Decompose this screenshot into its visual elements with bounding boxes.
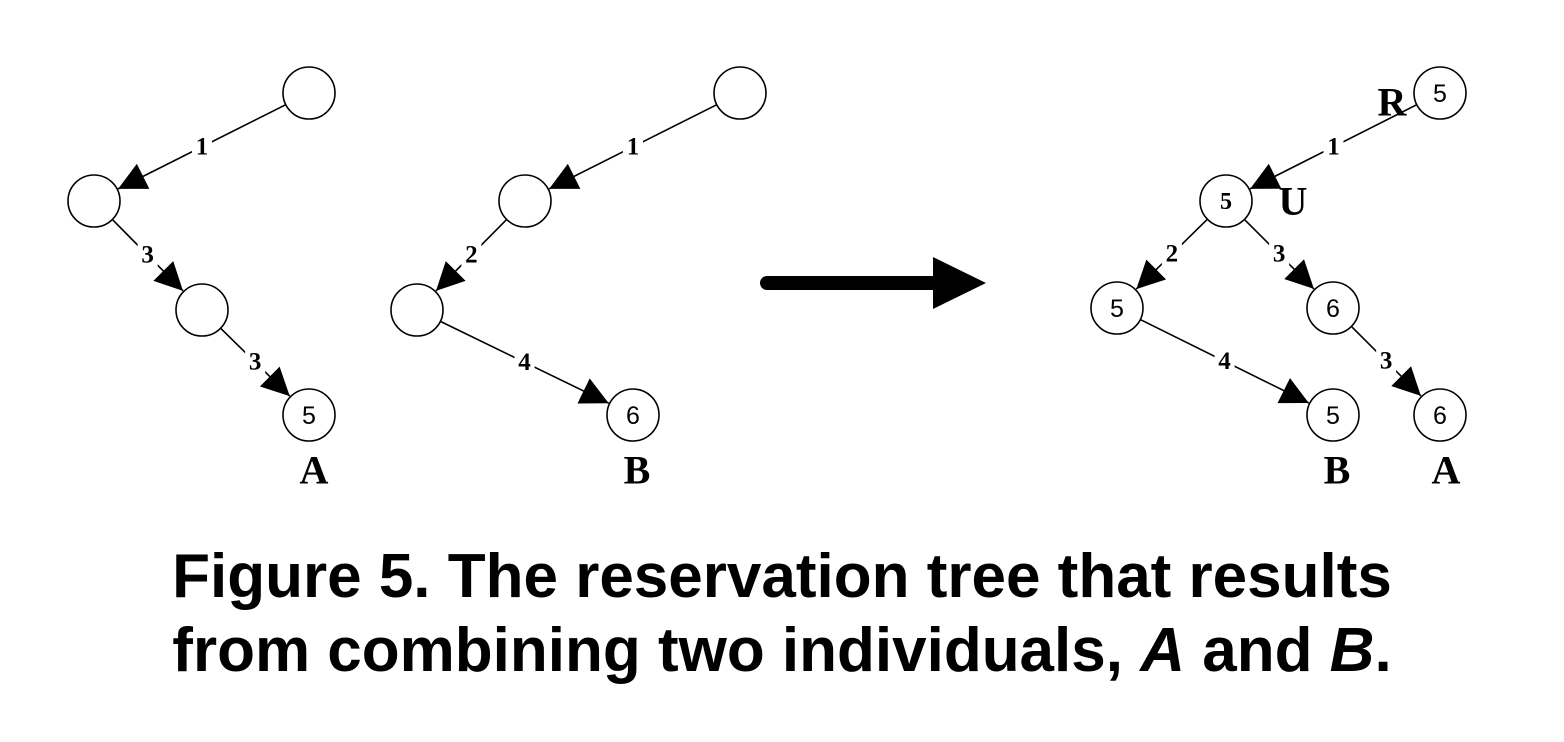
node-value-label: 6 xyxy=(626,402,640,430)
tags-layer: A B R U B A xyxy=(300,80,1461,493)
node-value-label: 5 xyxy=(1220,189,1232,215)
node-circle xyxy=(67,174,121,228)
edge-label-background xyxy=(622,133,643,160)
node-circle xyxy=(1413,66,1467,120)
edge-label-background xyxy=(1161,241,1182,268)
edge-label-background xyxy=(1269,241,1290,268)
node-value-label: 5 xyxy=(302,402,316,430)
edge-label-background xyxy=(461,242,482,269)
edge-weight-label: 4 xyxy=(1218,348,1231,375)
edge-weight-label: 4 xyxy=(518,349,531,376)
caption-line-2: from combining two individuals, A and B. xyxy=(0,614,1564,688)
node-tag-tag-r: R xyxy=(1378,80,1408,125)
tree-node-a-n2 xyxy=(175,283,229,337)
caption-line-1: Figure 5. The reservation tree that resu… xyxy=(172,542,1392,611)
tree-node-b-n2 xyxy=(390,283,444,337)
reservation-tree-diagram: 1 3 3 1 2 4 1 2 3 4 3 5 6 5 5 5 6 5 6 A B R U B A xyxy=(67,66,1467,493)
edge-weight-label: 2 xyxy=(1166,241,1179,268)
caption-and: and xyxy=(1184,616,1330,685)
nodes-layer: 5 6 5 5 5 6 5 6 xyxy=(67,66,1467,442)
caption-period: . xyxy=(1374,616,1392,685)
caption-line-2-text: from combining two individuals, xyxy=(172,616,1141,685)
tree-node-c-leaf-b: 5 xyxy=(1306,388,1360,442)
edge-a-n2-a-leaf: 3 xyxy=(219,327,291,397)
node-tag-tag-b: B xyxy=(624,448,651,493)
node-circle xyxy=(1306,388,1360,442)
node-circle xyxy=(1090,281,1144,335)
tree-node-b-n1 xyxy=(498,174,552,228)
node-value-label: 6 xyxy=(1433,402,1447,430)
tree-node-c-root: 5 xyxy=(1413,66,1467,120)
caption-individual-a: A xyxy=(1140,616,1185,685)
edge-label-background xyxy=(1214,348,1235,375)
edge-a-root-a-n1: 1 xyxy=(117,103,287,190)
node-circle xyxy=(282,66,336,120)
edge-b-n2-b-leaf: 4 xyxy=(440,320,610,404)
node-circle xyxy=(1306,281,1360,335)
edge-weight-label: 2 xyxy=(465,242,478,269)
edge-weight-label: 1 xyxy=(196,133,209,160)
node-circle xyxy=(175,283,229,337)
edges-layer: 1 3 3 1 2 4 1 2 3 4 3 xyxy=(111,103,1422,404)
node-circle xyxy=(1199,174,1253,228)
edge-label-background xyxy=(137,242,158,269)
tree-node-c-u: 5 xyxy=(1199,174,1253,228)
tree-node-a-leaf: 5 xyxy=(282,388,336,442)
tree-node-c-left: 5 xyxy=(1090,281,1144,335)
node-tag-tag-u: U xyxy=(1279,179,1308,224)
figure-caption: Figure 5. The reservation tree that resu… xyxy=(0,540,1564,688)
edge-c-root-c-u: 1 xyxy=(1249,104,1418,190)
edge-c-right-c-leaf-a: 3 xyxy=(1350,325,1422,397)
tree-node-a-root xyxy=(282,66,336,120)
edge-label-background xyxy=(1323,133,1344,160)
edge-label-background xyxy=(1376,348,1397,375)
edge-a-n1-a-n2: 3 xyxy=(111,218,184,292)
edge-label-background xyxy=(514,349,535,376)
node-value-label: 5 xyxy=(1433,80,1447,108)
node-value-label: 6 xyxy=(1326,295,1340,323)
tree-node-a-n1 xyxy=(67,174,121,228)
edge-b-root-b-n1: 1 xyxy=(548,103,718,190)
node-circle xyxy=(282,388,336,442)
node-tag-tag-cb: B xyxy=(1324,448,1351,493)
edge-label-background xyxy=(191,133,212,160)
tree-node-b-leaf: 6 xyxy=(606,388,660,442)
tree-node-c-leaf-a: 6 xyxy=(1413,388,1467,442)
edge-weight-label: 3 xyxy=(249,349,262,376)
edge-b-n1-b-n2: 2 xyxy=(435,218,508,292)
edge-c-u-c-left: 2 xyxy=(1135,218,1209,290)
tree-node-c-right: 6 xyxy=(1306,281,1360,335)
tree-node-b-root xyxy=(713,66,767,120)
edge-weight-label: 1 xyxy=(627,133,640,160)
edge-c-left-c-leaf-b: 4 xyxy=(1139,318,1310,404)
node-tag-tag-ca: A xyxy=(1432,448,1461,493)
node-tag-tag-a: A xyxy=(300,448,329,493)
transform-arrow xyxy=(760,257,986,309)
edge-c-u-c-right: 3 xyxy=(1243,218,1315,290)
edge-weight-label: 3 xyxy=(141,242,154,269)
node-circle xyxy=(498,174,552,228)
node-value-label: 5 xyxy=(1326,402,1340,430)
edge-label-background xyxy=(245,349,266,376)
node-circle xyxy=(606,388,660,442)
edge-weight-label: 3 xyxy=(1273,241,1286,268)
node-circle xyxy=(713,66,767,120)
caption-individual-b: B xyxy=(1329,616,1375,685)
edge-weight-label: 3 xyxy=(1380,348,1393,375)
node-value-label: 5 xyxy=(1110,295,1124,323)
node-circle xyxy=(1413,388,1467,442)
node-circle xyxy=(390,283,444,337)
edge-weight-label: 1 xyxy=(1327,133,1340,160)
